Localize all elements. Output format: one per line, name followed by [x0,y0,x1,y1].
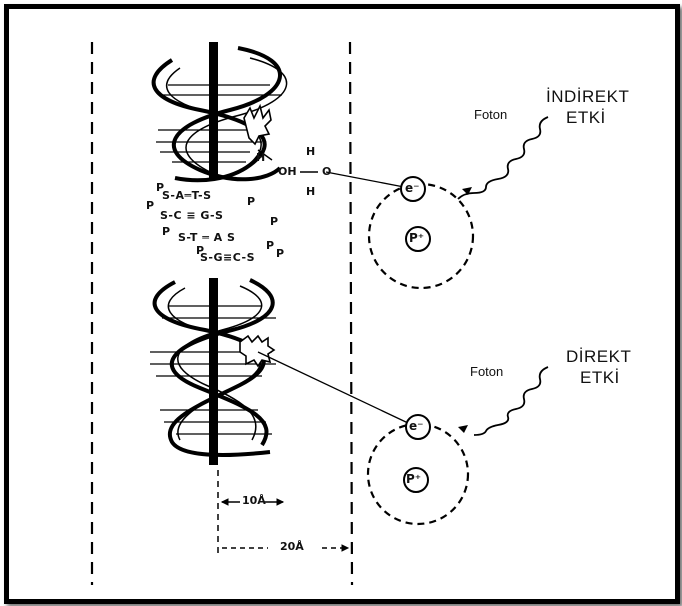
direct-photon-arrowhead [458,425,468,433]
indirect-proton [405,226,431,252]
upper-dna-axis [209,42,218,180]
indirect-title-line2: ETKİ [566,108,606,127]
phosphate-label: P [270,215,279,228]
upper-dna-helix [151,46,288,183]
indirect-atom [367,176,475,290]
base-pair-1: S-A═T-S [162,189,212,202]
direct-proton [403,467,429,493]
indirect-photon-wave-icon [457,116,549,200]
water-h-bottom: H [306,185,316,198]
water-h-top: H [306,145,316,158]
lower-damage-mark [239,334,276,368]
radical-arrow [257,149,273,161]
phosphate-label: P [276,247,285,260]
indirect-electron [400,176,426,202]
phosphate-label: P [266,239,275,252]
phosphate-label: P [156,181,165,194]
direct-title-line2: ETKİ [580,368,620,387]
indirect-proton-label: P⁺ [409,231,425,245]
phosphate-label: P [247,195,256,208]
radical-h-label: H [256,151,266,164]
indirect-foton-label: Foton [474,107,508,122]
direct-electron [405,414,431,440]
base-pair-3: S-T ═ A S [178,231,236,244]
base-pair-2: S-C ≡ G-S [160,209,224,222]
direct-foton-label: Foton [470,364,504,379]
phosphate-label: P [146,199,155,212]
dimension-markers [217,470,350,556]
lower-dna-helix [150,278,276,457]
dimension-10a-label: 10Å [242,494,266,507]
indirect-title-line1: İNDİREKT [546,87,630,106]
direct-photon-wave-icon [473,366,549,436]
dimension-20a-label: 20Å [280,540,304,553]
indirect-photon-arrowhead [462,187,472,195]
base-pair-4: S-G≡C-S [200,251,256,264]
upper-damage-mark [243,103,272,146]
direct-electron-label: e⁻ [409,419,424,433]
indirect-electron-label: e⁻ [405,181,420,195]
direct-proton-label: P⁺ [406,472,422,486]
figure-frame [4,4,680,604]
right-dashed-boundary [348,41,354,586]
direct-atom [366,414,470,526]
direct-title-line1: DİREKT [566,347,632,366]
phosphate-label: P [196,244,205,257]
indirect-connection-line [325,171,405,188]
oh-radical-label: OH [278,165,297,178]
phosphate-label: P [162,225,171,238]
water-o: O [322,165,332,178]
direct-connection-line [257,351,409,424]
lower-dna-axis [209,278,218,465]
